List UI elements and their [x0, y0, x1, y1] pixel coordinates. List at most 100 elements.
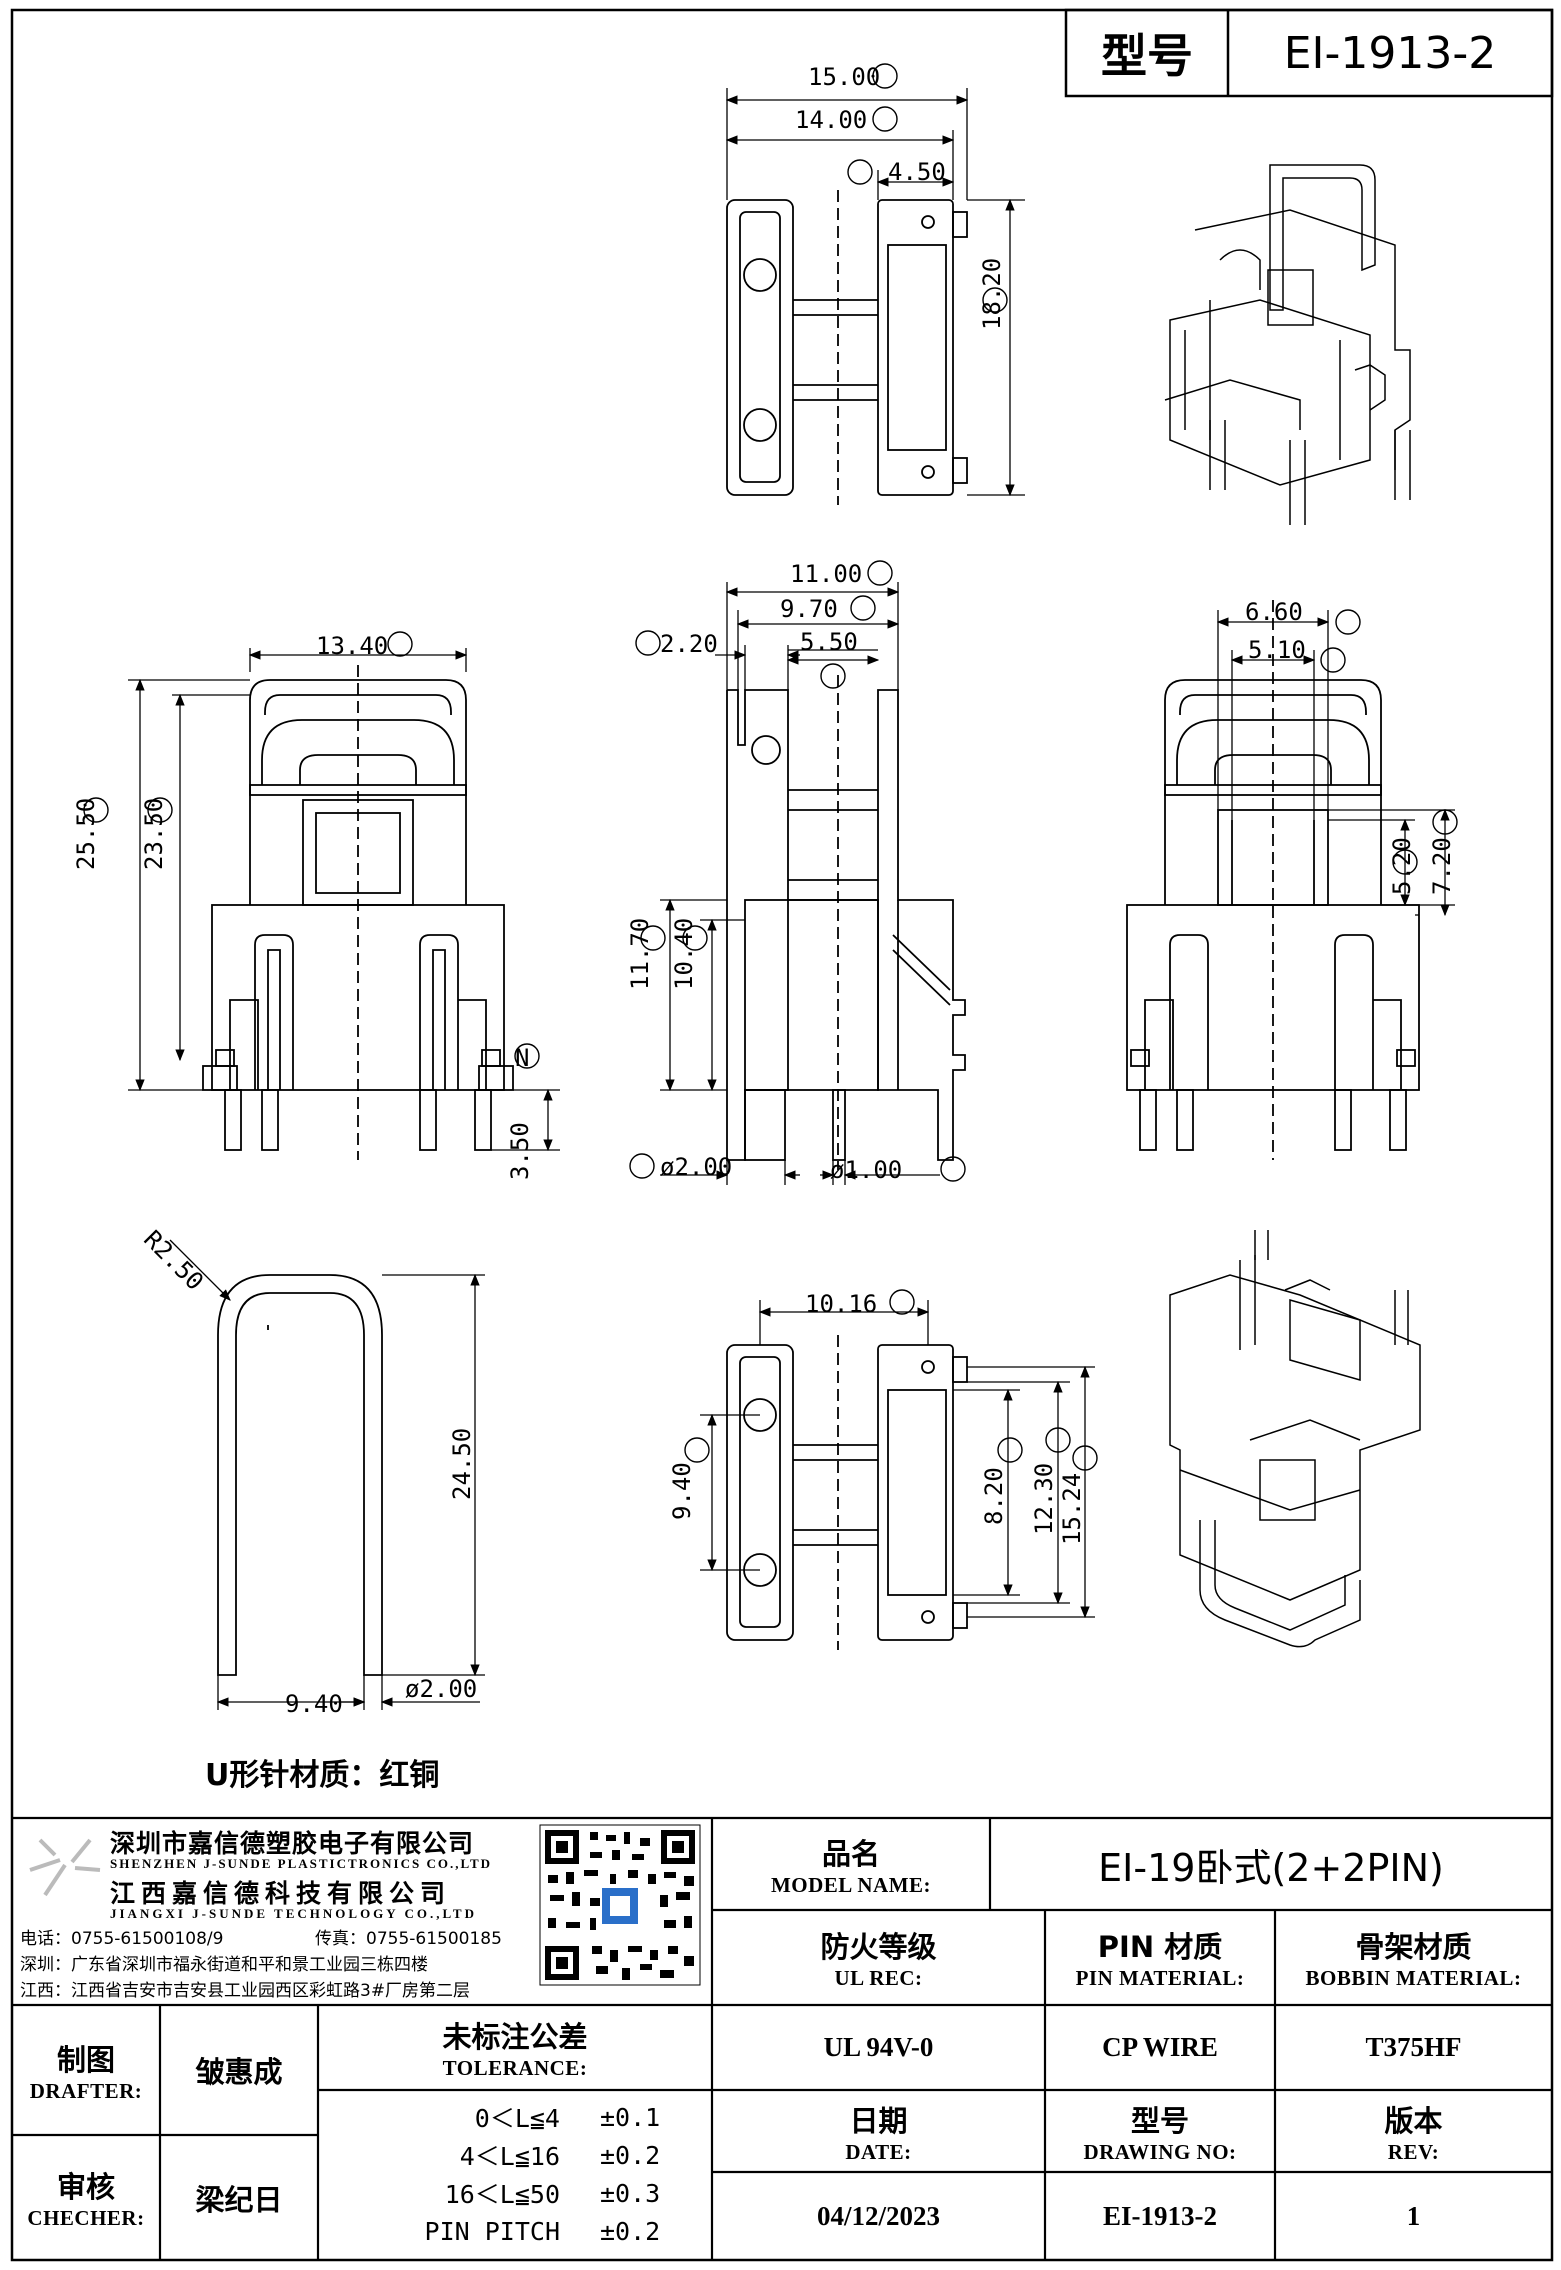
company-fax: 传真：0755-61500185: [315, 1929, 502, 1949]
ul-rec-en: UL REC:: [834, 1966, 923, 1990]
dimension-label-rear-view: 6.60: [1245, 598, 1303, 626]
pin-material-en: PIN MATERIAL:: [1075, 1966, 1245, 1990]
dimension-label-side-view: 11.00: [790, 560, 863, 588]
tolerance-label: 未标注公差 TOLERANCE:: [318, 2005, 712, 2090]
iso-view-top: [1164, 164, 1411, 525]
tolerance-row: PIN PITCH ±0.2: [330, 2212, 700, 2250]
tolerance-range: 16＜L≦50: [444, 2180, 560, 2209]
dimension-label-bottom-view: 8.20: [980, 1467, 1008, 1525]
dimension-label-front-view: 3.50: [506, 1122, 534, 1180]
ul-rec-value-text: UL 94V-0: [823, 2032, 934, 2062]
dimension-label-top-view: 18.20: [978, 257, 1006, 330]
dimension-label-top-view: 14.00: [795, 106, 868, 134]
dimension-label-front-view: 23.50: [140, 797, 168, 870]
tolerance-value: ±0.2: [600, 2140, 661, 2170]
checker-en: CHECHER:: [27, 2206, 145, 2230]
ul-rec-cn: 防火等级: [820, 1930, 937, 1964]
pin-material-label: PIN 材质 PIN MATERIAL:: [1045, 1910, 1275, 2005]
top-view-drawing: [726, 190, 968, 505]
tolerance-row: 16＜L≦50 ±0.3: [330, 2174, 700, 2212]
pin-material-value: CP WIRE: [1045, 2005, 1275, 2090]
dimension-label-bottom-view: 12.30: [1030, 1462, 1058, 1535]
ul-rec-value: UL 94V-0: [712, 2005, 1045, 2090]
drafter-label: 制图 DRAFTER:: [12, 2005, 160, 2135]
dimension-label-u-pin: 24.50: [448, 1427, 476, 1500]
dimension-label-side-view: 5.50: [800, 628, 858, 656]
company-name-en-2: JIANGXI J-SUNDE TECHNOLOGY CO.,LTD: [110, 1906, 477, 1921]
dimension-label-side-view: 10.40: [670, 917, 698, 990]
tolerance-range: 4＜L≦16: [459, 2142, 560, 2171]
drafter-value-text: 皱惠成: [195, 2055, 283, 2089]
company-name-cn-1: 深圳市嘉信德塑胶电子有限公司: [110, 1829, 475, 1858]
bobbin-material-en: BOBBIN MATERIAL:: [1305, 1966, 1522, 1990]
tolerance-value: ±0.2: [600, 2216, 661, 2246]
company-name-en-1: SHENZHEN J-SUNDE PLASTICTRONICS CO.,LTD: [110, 1856, 493, 1871]
tolerance-cn: 未标注公差: [442, 2020, 588, 2054]
rev-label: 版本 REV:: [1275, 2090, 1552, 2172]
tolerance-table: 0＜L≦4 ±0.1 4＜L≦16 ±0.2 16＜L≦50 ±0.3 PIN …: [330, 2098, 700, 2250]
dimension-label-bottom-view: 10.16: [805, 1290, 878, 1318]
dimension-label-side-view: ø1.00: [830, 1156, 903, 1184]
tolerance-row: 0＜L≦4 ±0.1: [330, 2098, 700, 2136]
dimension-label-rear-view: 7.20: [1428, 837, 1456, 895]
header-model-label-text: 型号: [1101, 29, 1193, 83]
bobbin-material-label: 骨架材质 BOBBIN MATERIAL:: [1275, 1910, 1552, 2005]
date-en: DATE:: [845, 2139, 912, 2164]
date-value: 04/12/2023: [712, 2172, 1045, 2260]
bobbin-material-value-text: T375HF: [1365, 2032, 1462, 2062]
side-view-drawing: [726, 675, 966, 1170]
iso-view-bottom: [1169, 1230, 1421, 1648]
tolerance-value: ±0.3: [600, 2178, 661, 2208]
rev-value: 1: [1275, 2172, 1552, 2260]
drafter-value: 皱惠成: [160, 2005, 318, 2135]
ul-rec-label: 防火等级 UL REC:: [712, 1910, 1045, 2005]
dimension-label-front-view: 13.40: [316, 632, 389, 660]
rev-en: REV:: [1387, 2139, 1440, 2164]
tolerance-en: TOLERANCE:: [442, 2056, 588, 2080]
model-name-label: 品名 MODEL NAME:: [712, 1818, 990, 1910]
bobbin-material-value: T375HF: [1275, 2005, 1552, 2090]
u-pin-drawing: [217, 1274, 383, 1676]
tolerance-range: 0＜L≦4: [474, 2104, 560, 2133]
dimension-label-side-view: ø2.00: [660, 1153, 733, 1181]
model-name-value: EI-19卧式(2+2PIN): [990, 1818, 1552, 1910]
date-value-text: 04/12/2023: [816, 2200, 940, 2231]
rev-cn: 版本: [1384, 2103, 1443, 2138]
tolerance-range: PIN PITCH: [424, 2216, 560, 2246]
rev-value-text: 1: [1406, 2200, 1421, 2231]
company-address-jiangxi: 江西：江西省吉安市吉安县工业园西区彩虹路3#厂房第二层: [20, 1981, 471, 2001]
date-cn: 日期: [849, 2103, 908, 2138]
drawing-no-value: EI-1913-2: [1045, 2172, 1275, 2260]
dimension-label-side-view: 11.70: [626, 917, 654, 990]
dimension-label-rear-view: 5.20: [1388, 837, 1416, 895]
u-pin-material-note: U形针材质：红铜: [205, 1758, 440, 1793]
pin-material-value-text: CP WIRE: [1102, 2032, 1218, 2062]
dimension-label-bottom-view: 9.40: [668, 1462, 696, 1520]
front-view-drawing: [202, 665, 514, 1160]
header-model-label: 型号: [1066, 10, 1228, 96]
drafter-en: DRAFTER:: [29, 2078, 143, 2103]
dimension-label-top-view: 15.00: [808, 63, 881, 91]
qr-code: [539, 1824, 701, 1986]
dimension-label-top-view: 4.50: [888, 158, 946, 186]
checker-label: 审核 CHECHER:: [12, 2135, 160, 2260]
model-name-value-text: EI-19卧式(2+2PIN): [1098, 1845, 1444, 1890]
header-model-value: EI-1913-2: [1228, 10, 1552, 96]
bobbin-material-cn: 骨架材质: [1355, 1930, 1472, 1964]
drawing-no-cn: 型号: [1130, 2103, 1189, 2138]
dimension-label-u-pin: 9.40: [285, 1690, 343, 1718]
drawing-no-label: 型号 DRAWING NO:: [1045, 2090, 1275, 2172]
checker-value-text: 梁纪日: [195, 2182, 283, 2217]
company-name-cn-2: 江西嘉信德科技有限公司: [110, 1879, 452, 1908]
checker-cn: 审核: [56, 2170, 115, 2204]
dimension-label-side-view: 2.20: [660, 630, 718, 658]
dimension-label-u-pin: ø2.00: [405, 1675, 478, 1703]
company-address-shenzhen: 深圳：广东省深圳市福永街道和平和景工业园三栋四楼: [20, 1955, 428, 1975]
dimension-label-front-view: N: [515, 1044, 530, 1072]
drafter-cn: 制图: [56, 2042, 115, 2077]
drawing-no-en: DRAWING NO:: [1083, 2139, 1237, 2164]
dimension-label-front-view: 25.50: [72, 797, 100, 870]
pin-material-cn: PIN 材质: [1097, 1930, 1223, 1964]
